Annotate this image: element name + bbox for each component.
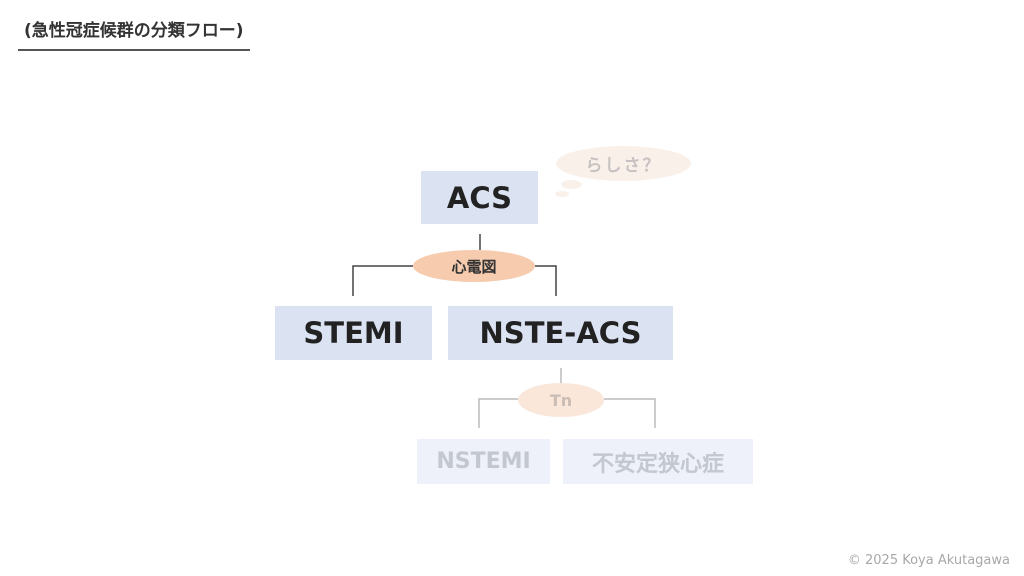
- node-acs: ACS: [421, 171, 538, 224]
- node-nstemi: NSTEMI: [417, 439, 550, 484]
- page-title: (急性冠症候群の分類フロー): [18, 16, 250, 51]
- connector-to-nste: [535, 265, 557, 296]
- tn-split-label: Tn: [518, 383, 604, 417]
- thought-bubble: らしさ？: [556, 146, 691, 181]
- thought-bubble-dot-small: [555, 191, 569, 197]
- ecg-split-label: 心電図: [413, 250, 535, 282]
- thought-bubble-dot-large: [561, 180, 582, 189]
- connector-to-nstemi: [478, 398, 518, 428]
- node-stemi: STEMI: [275, 306, 432, 360]
- connector-to-ua: [604, 398, 656, 428]
- copyright-notice: © 2025 Koya Akutagawa: [847, 553, 1010, 568]
- node-unstable-angina: 不安定狭心症: [563, 439, 753, 484]
- node-nste-acs: NSTE-ACS: [448, 306, 673, 360]
- connector-to-stemi: [352, 265, 413, 296]
